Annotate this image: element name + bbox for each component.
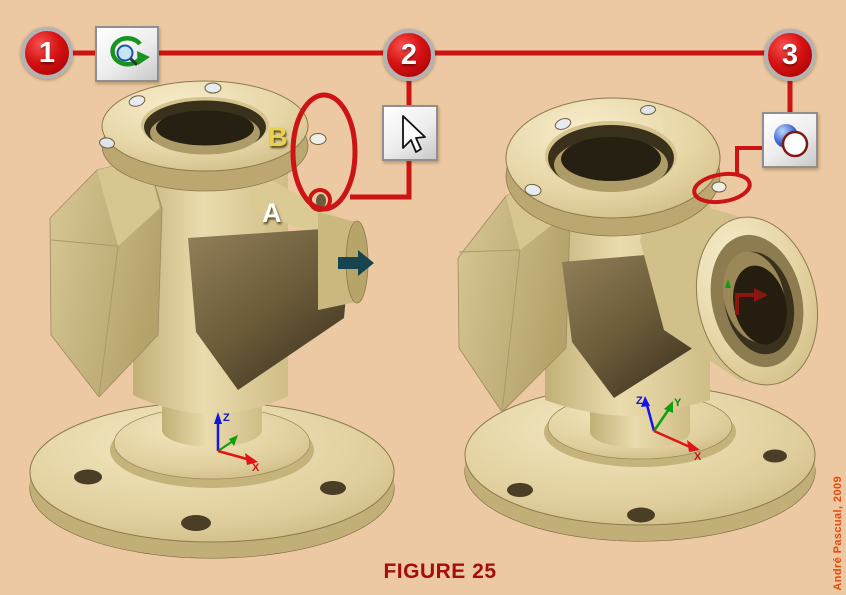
axis-x-line bbox=[217, 449, 248, 461]
highlight-circle-a bbox=[308, 188, 332, 212]
base-bolt-hole bbox=[74, 469, 102, 485]
port-axis-arrow bbox=[338, 250, 374, 276]
bore-depth bbox=[156, 110, 254, 146]
axis-y-line bbox=[217, 440, 234, 452]
axis-y-arrowhead bbox=[229, 435, 238, 446]
base-bolt-hole bbox=[320, 481, 346, 495]
step-1-number: 1 bbox=[38, 36, 56, 69]
select-cursor-button[interactable] bbox=[382, 105, 438, 161]
hole-a-label: A bbox=[262, 198, 282, 228]
base-bolt-hole bbox=[763, 449, 787, 463]
step-1-badge: 1 bbox=[21, 27, 73, 79]
step2-callout-line bbox=[350, 53, 412, 200]
left-model-3d-view: Z X bbox=[29, 80, 395, 559]
figure-caption: FIGURE 25 bbox=[383, 560, 497, 583]
rotate-view-button[interactable] bbox=[95, 26, 159, 82]
circle-tool-button[interactable] bbox=[762, 112, 818, 168]
author-credit: André Pascual, 2009 bbox=[832, 476, 844, 591]
axis-z-arrowhead bbox=[641, 396, 650, 407]
step-3-badge: 3 bbox=[764, 29, 816, 81]
hole-a bbox=[316, 194, 326, 208]
port-bore-depth bbox=[733, 265, 787, 345]
step-2-number: 2 bbox=[400, 38, 418, 71]
step-3-number: 3 bbox=[781, 38, 799, 71]
flange-bolt-hole bbox=[554, 118, 572, 130]
flange-bolt-hole bbox=[204, 82, 222, 94]
axis-z-label: Z bbox=[636, 395, 643, 407]
flange-bolt-hole bbox=[99, 137, 115, 149]
facet-edge-line bbox=[50, 239, 119, 398]
base-bolt-hole bbox=[181, 515, 211, 531]
base-bolt-hole bbox=[627, 507, 655, 523]
step3-elbow-line bbox=[735, 146, 766, 176]
select-cursor-icon bbox=[402, 115, 426, 153]
port-axis-triad bbox=[725, 279, 768, 315]
hole-b-label: B bbox=[268, 122, 288, 152]
base-bolt-hole bbox=[507, 483, 533, 497]
flange-bolt-hole bbox=[128, 95, 146, 107]
dark-wedge-underside bbox=[188, 227, 352, 390]
circle-tool-icon bbox=[774, 124, 809, 158]
facet-edge-line bbox=[458, 249, 521, 413]
bore-depth bbox=[561, 137, 661, 181]
axis-y-label: Y bbox=[674, 397, 682, 409]
side-port-tube bbox=[318, 212, 356, 310]
axis-x-label: X bbox=[252, 462, 260, 474]
axis-z-label: Z bbox=[223, 412, 230, 424]
axis-z-line bbox=[645, 404, 656, 432]
axis-x-arrowhead bbox=[687, 440, 700, 452]
left-axes-triad: Z X bbox=[214, 412, 260, 474]
right-model-3d-view: Z Y X bbox=[457, 97, 819, 542]
axis-y-arrowhead bbox=[664, 401, 673, 413]
axis-x-arrowhead bbox=[245, 453, 258, 465]
axis-y-line bbox=[652, 408, 671, 432]
port-axis-x-arrowhead bbox=[754, 288, 768, 302]
flange-bolt-hole bbox=[640, 104, 656, 116]
axis-x-line bbox=[653, 429, 691, 449]
rotate-view-icon bbox=[110, 36, 150, 67]
circled-hole bbox=[711, 181, 727, 193]
port-axis-y-arrowhead bbox=[725, 279, 731, 288]
port-axis-x-arrow bbox=[735, 293, 756, 315]
highlight-ellipse-hole3 bbox=[692, 171, 752, 205]
axis-z-arrowhead bbox=[214, 412, 222, 424]
right-axes-triad: Z Y X bbox=[636, 395, 702, 463]
step-2-badge: 2 bbox=[383, 29, 435, 81]
flange-bolt-hole bbox=[524, 183, 542, 197]
hole-b bbox=[309, 133, 327, 145]
axis-x-label: X bbox=[694, 451, 702, 463]
